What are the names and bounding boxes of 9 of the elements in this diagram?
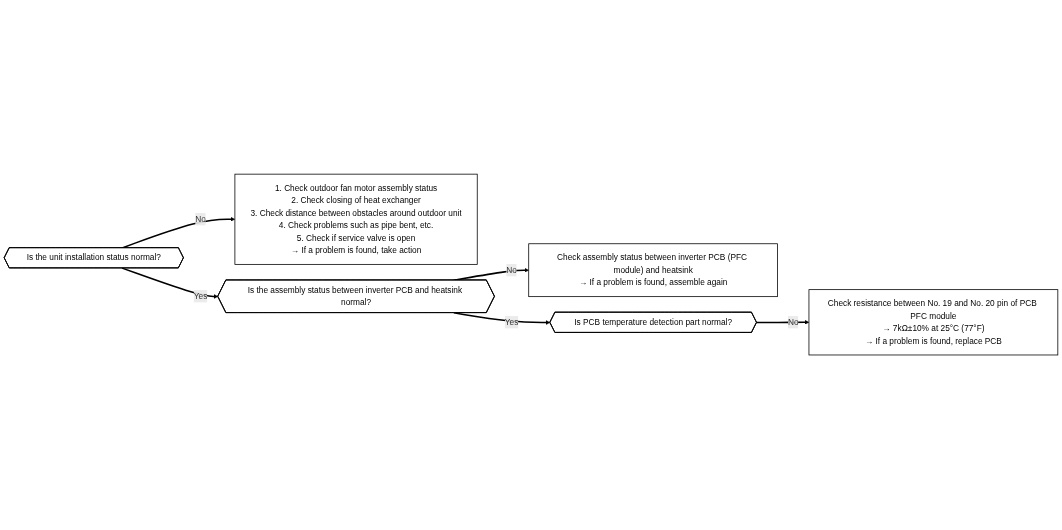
- edge-label: No: [195, 215, 206, 224]
- edge-label: Yes: [193, 292, 208, 301]
- edge-label: No: [506, 265, 517, 275]
- node-box: Check assembly status between inverter PCB (PFC module) and heatsink → If a problem is found, assemble again: [528, 243, 778, 298]
- edge-label: Yes: [504, 318, 519, 327]
- edge-label: No: [787, 318, 799, 327]
- arrow: [121, 217, 236, 250]
- node-box: Check resistance between No. 19 and No. 20 pin of PCB PFC module → 7kΩ±10% at 25°C (77°F) → If a problem is found, replace PCB: [808, 289, 1059, 356]
- node-box: 1. Check outdoor fan motor assembly status 2. Check closing of heat exchanger 3. Check distance between obstacles around outdoor unit 4. Check problems such as pipe bent, etc. 5. Check if service valve is open → If a problem is found, take action: [234, 174, 478, 266]
